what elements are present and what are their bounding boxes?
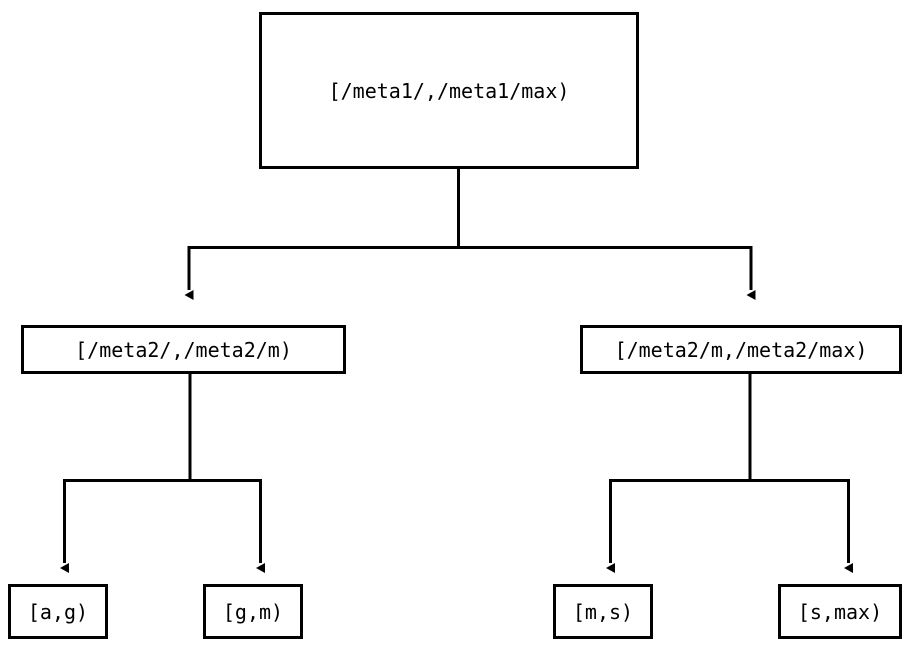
node-mid-left-label: [/meta2/,/meta2/m) bbox=[75, 337, 292, 362]
node-leaf-a-g: [a,g) bbox=[8, 584, 108, 639]
node-mid-right-label: [/meta2/m,/meta2/max) bbox=[614, 337, 868, 362]
node-leaf-s-max-label: [s,max) bbox=[797, 599, 883, 624]
node-mid-left: [/meta2/,/meta2/m) bbox=[21, 325, 346, 374]
node-leaf-g-m-label: [g,m) bbox=[222, 599, 284, 624]
node-leaf-m-s-label: [m,s) bbox=[572, 599, 634, 624]
node-root: [/meta1/,/meta1/max) bbox=[259, 12, 639, 169]
node-leaf-g-m: [g,m) bbox=[203, 584, 303, 639]
node-leaf-a-g-label: [a,g) bbox=[27, 599, 89, 624]
node-leaf-s-max: [s,max) bbox=[778, 584, 902, 639]
node-root-label: [/meta1/,/meta1/max) bbox=[328, 78, 570, 103]
node-leaf-m-s: [m,s) bbox=[553, 584, 653, 639]
node-mid-right: [/meta2/m,/meta2/max) bbox=[580, 325, 902, 374]
